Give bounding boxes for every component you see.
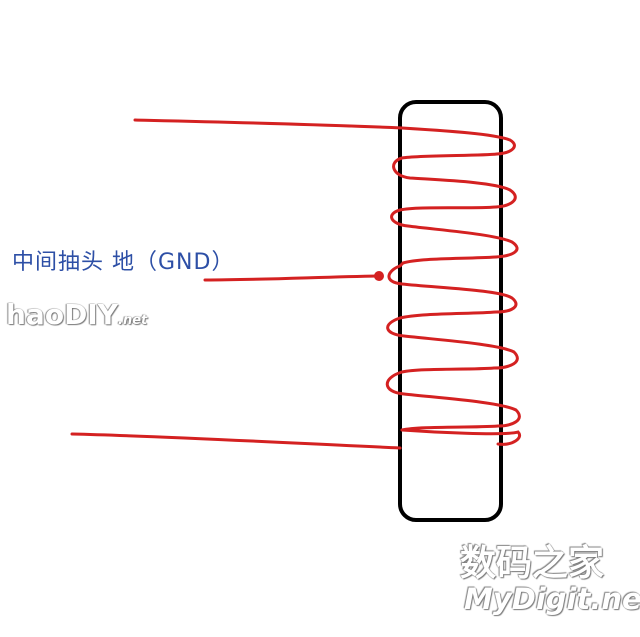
center-tap-junction bbox=[374, 271, 384, 281]
coil-core bbox=[398, 100, 503, 522]
watermark-haodiy-suffix: .net bbox=[118, 313, 148, 328]
coil-winding-bottom bbox=[400, 428, 521, 446]
center-tap-label: 中间抽头 地（GND） bbox=[12, 250, 235, 275]
bottom-lead-wire bbox=[70, 432, 402, 450]
watermark-mydigit-cn: 数码之家 bbox=[460, 543, 605, 584]
center-tap-wire bbox=[203, 274, 380, 282]
top-lead-wire bbox=[133, 118, 516, 156]
coil-winding-lower bbox=[385, 264, 521, 432]
watermark-haodiy-main: haoDIY bbox=[6, 298, 118, 331]
coil-winding bbox=[390, 152, 519, 268]
watermark-mydigit-en: MyDigit.net bbox=[464, 582, 640, 616]
watermark-haodiy: haoDIY.net bbox=[6, 298, 147, 331]
